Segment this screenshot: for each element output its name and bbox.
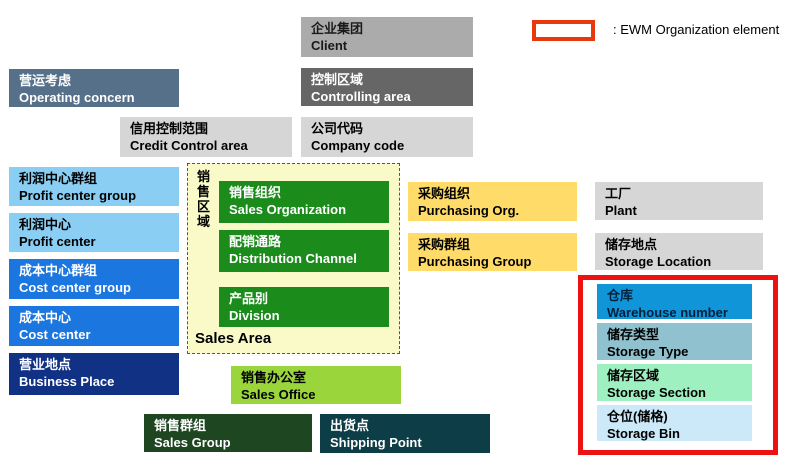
sales-area-label: Sales Area (195, 330, 272, 347)
box-purchasing-group: 采购群组 Purchasing Group (408, 233, 577, 271)
cost-center-label-en: Cost center (19, 327, 91, 342)
warehouse-number-label-cn: 仓库 (607, 288, 634, 303)
operating-concern-label-cn: 营运考虑 (19, 73, 72, 88)
box-operating-concern: 营运考虑 Operating concern (9, 69, 179, 107)
purchasing-org-label-cn: 采购组织 (418, 186, 471, 201)
box-cost-center: 成本中心 Cost center (9, 306, 179, 346)
profit-center-group-label-en: Profit center group (19, 188, 137, 203)
profit-center-group-label-cn: 利润中心群组 (19, 171, 98, 186)
storage-location-label-en: Storage Location (605, 254, 712, 269)
box-plant: 工厂 Plant (595, 182, 763, 220)
shipping-point-label-cn: 出货点 (330, 418, 370, 433)
storage-location-label-cn: 储存地点 (605, 237, 658, 252)
division-label-cn: 产品别 (229, 291, 269, 306)
box-purchasing-org: 采购组织 Purchasing Org. (408, 182, 577, 221)
box-company-code: 公司代码 Company code (301, 117, 473, 157)
controlling-area-label-en: Controlling area (311, 89, 411, 104)
cost-center-label-cn: 成本中心 (19, 310, 72, 325)
box-client: 企业集团 Client (301, 17, 473, 57)
distribution-channel-label-cn: 配销通路 (229, 234, 282, 249)
purchasing-group-label-cn: 采购群组 (418, 237, 471, 252)
box-credit-control-area: 信用控制范围 Credit Control area (120, 117, 292, 157)
box-profit-center-group: 利润中心群组 Profit center group (9, 167, 179, 206)
sales-group-label-cn: 销售群组 (154, 418, 207, 433)
sales-office-label-cn: 销售办公室 (241, 370, 307, 385)
sales-office-label-en: Sales Office (241, 387, 316, 402)
box-sales-group: 销售群组 Sales Group (144, 414, 312, 452)
sales-area-vertical-label: 销售区域 (197, 169, 211, 229)
box-profit-center: 利润中心 Profit center (9, 213, 179, 252)
credit-control-label-cn: 信用控制范围 (130, 121, 209, 136)
box-warehouse-number: 仓库 Warehouse number (597, 284, 752, 320)
client-label-en: Client (311, 38, 348, 53)
ewm-legend-swatch (532, 20, 595, 41)
storage-bin-label-en: Storage Bin (607, 426, 680, 441)
box-storage-section: 储存区域 Storage Section (597, 364, 752, 401)
box-storage-location: 储存地点 Storage Location (595, 233, 763, 270)
purchasing-org-label-en: Purchasing Org. (418, 203, 520, 218)
ewm-organization-outline (578, 275, 778, 455)
box-storage-bin: 仓位(储格) Storage Bin (597, 405, 752, 441)
box-controlling-area: 控制区域 Controlling area (301, 68, 473, 106)
operating-concern-label-en: Operating concern (19, 90, 135, 105)
box-storage-type: 储存类型 Storage Type (597, 323, 752, 360)
warehouse-number-label-en: Warehouse number (607, 305, 728, 320)
distribution-channel-label-en: Distribution Channel (229, 251, 357, 266)
client-label-cn: 企业集团 (311, 21, 364, 36)
shipping-point-label-en: Shipping Point (330, 435, 422, 450)
profit-center-label-en: Profit center (19, 234, 96, 249)
profit-center-label-cn: 利润中心 (19, 217, 72, 232)
box-sales-organization: 销售组织 Sales Organization (219, 181, 389, 223)
company-code-label-cn: 公司代码 (311, 121, 364, 136)
sales-group-label-en: Sales Group (154, 435, 231, 450)
box-business-place: 营业地点 Business Place (9, 353, 179, 395)
storage-section-label-cn: 储存区域 (607, 368, 660, 383)
business-place-label-en: Business Place (19, 374, 115, 389)
sales-organization-label-cn: 销售组织 (229, 185, 282, 200)
division-label-en: Division (229, 308, 280, 323)
ewm-legend-label: : EWM Organization element (613, 22, 780, 37)
company-code-label-en: Company code (311, 138, 405, 153)
cost-center-group-label-cn: 成本中心群组 (19, 263, 98, 278)
box-cost-center-group: 成本中心群组 Cost center group (9, 259, 179, 299)
controlling-area-label-cn: 控制区域 (311, 72, 364, 87)
purchasing-group-label-en: Purchasing Group (418, 254, 532, 269)
credit-control-label-en: Credit Control area (130, 138, 248, 153)
plant-label-en: Plant (605, 203, 637, 218)
box-sales-office: 销售办公室 Sales Office (231, 366, 401, 404)
storage-type-label-en: Storage Type (607, 344, 689, 359)
plant-label-cn: 工厂 (605, 186, 632, 201)
storage-type-label-cn: 储存类型 (607, 327, 660, 342)
business-place-label-cn: 营业地点 (19, 357, 72, 372)
box-shipping-point: 出货点 Shipping Point (320, 414, 490, 453)
storage-section-label-en: Storage Section (607, 385, 706, 400)
cost-center-group-label-en: Cost center group (19, 280, 131, 295)
box-division: 产品别 Division (219, 287, 389, 327)
storage-bin-label-cn: 仓位(储格) (607, 409, 668, 424)
sales-organization-label-en: Sales Organization (229, 202, 347, 217)
box-distribution-channel: 配销通路 Distribution Channel (219, 230, 389, 272)
